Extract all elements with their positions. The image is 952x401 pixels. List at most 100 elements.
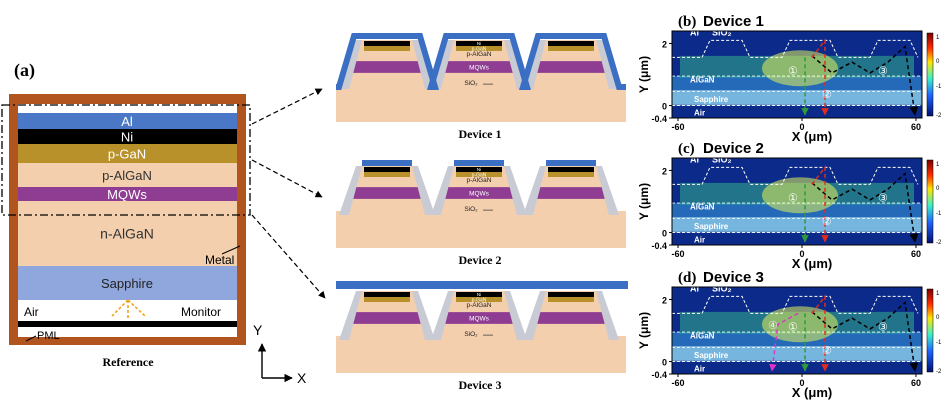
y-tick-label: -0.4 <box>651 114 667 124</box>
light-path-lateral <box>811 172 919 243</box>
mqws-label: MQWs <box>469 315 490 322</box>
mesa <box>523 40 619 89</box>
mqw-layer <box>537 61 605 73</box>
mqw-layer <box>445 312 513 324</box>
sapphire-region-label: Sapphire <box>694 95 729 104</box>
light-path-lateral <box>811 301 919 372</box>
al-conformal-coating <box>336 33 626 90</box>
x-axis-title: X (μm) <box>792 385 832 400</box>
algan-region-label: AlGaN <box>690 331 715 340</box>
ni-layer <box>364 292 410 297</box>
x-tick-label: 60 <box>911 378 921 388</box>
layer-n-algan <box>18 201 237 266</box>
sio2-label: SiO₂ <box>464 206 478 213</box>
colorbar-tick-label: 1 <box>936 35 940 41</box>
pgan-layer <box>456 46 502 51</box>
pml-layer <box>18 327 237 337</box>
pgan-layer <box>364 297 410 302</box>
pgan-label: p-GaN <box>472 173 487 179</box>
x-tick-label: -60 <box>671 249 684 259</box>
y-tick-label: 2 <box>662 295 667 305</box>
mqw-layer <box>537 187 605 199</box>
y-tick-label: 0 <box>662 229 667 239</box>
field-plot-frame <box>671 30 923 119</box>
colorbar-tick-label: 0 <box>936 59 940 65</box>
mqw-layer <box>353 312 421 324</box>
colorbar-tick-label: 0 <box>936 186 940 192</box>
substrate <box>336 211 626 248</box>
air-region-label: Air <box>694 365 705 374</box>
y-tick-label: -0.4 <box>651 241 667 251</box>
colorbar <box>926 288 934 373</box>
air-region-label: Air <box>694 236 705 245</box>
air-label: Air <box>24 305 39 319</box>
panel-a-tag: (a) <box>14 60 35 81</box>
ni-layer <box>456 167 502 172</box>
x-tick-label: 0 <box>799 378 804 388</box>
ni-layer <box>548 167 594 172</box>
field-map-title: Device 1 <box>703 13 764 30</box>
layer-label: Sapphire <box>101 276 153 291</box>
axis-x-label: X <box>297 370 307 386</box>
al-cap <box>546 160 596 166</box>
x-tick-label: 60 <box>911 122 921 132</box>
hotspot-field <box>762 306 838 343</box>
sapphire-field-band <box>672 90 922 106</box>
y-tick-label: 0 <box>662 358 667 368</box>
layer-p-gan <box>18 144 237 163</box>
colorbar-tick-label: -2 <box>936 369 942 375</box>
x-tick-label: 0 <box>799 122 804 132</box>
zoom-box <box>1 104 251 216</box>
y-axis-title: Y (μm) <box>637 56 651 93</box>
path-marker-1: ① <box>788 66 798 78</box>
ni-label: Ni <box>477 167 481 172</box>
colorbar-tick-label: 1 <box>936 291 940 297</box>
colorbar-tick-label: -1 <box>936 211 942 217</box>
layer-sapphire <box>18 266 237 300</box>
pml-pointer <box>25 335 37 342</box>
y-axis-title: Y (μm) <box>637 183 651 220</box>
air-region-label: Air <box>694 109 705 118</box>
ni-layer <box>364 167 410 172</box>
layer-label: Al <box>121 114 133 129</box>
light-path-reflected <box>811 38 829 116</box>
pgan-layer <box>456 297 502 302</box>
field-plot-frame <box>671 286 923 375</box>
y-tick-label: 2 <box>662 166 667 176</box>
al-region-label: Al <box>690 28 699 38</box>
path-marker-4: ④ <box>768 320 778 332</box>
mesa <box>523 291 619 340</box>
colorbar <box>926 32 934 117</box>
panel-a: (a) AlNip-GaNp-AlGaNMQWsn-AlGaNSapphire … <box>1 60 307 386</box>
ni-layer <box>364 41 410 46</box>
ni-label: Ni <box>477 41 481 46</box>
layer-label: n-AlGaN <box>100 226 154 242</box>
path-marker-2: ② <box>822 216 832 228</box>
mesa-outline <box>672 166 919 185</box>
pgan-label: p-GaN <box>472 298 487 304</box>
path-marker-2: ② <box>822 345 832 357</box>
mqw-layer <box>353 187 421 199</box>
light-path-reflected <box>811 165 829 243</box>
sio2-label: SiO₂ <box>464 331 478 338</box>
palgan-label: p-AlGaN <box>467 51 492 58</box>
colorbar-tick-label: -1 <box>936 84 942 90</box>
sio2-label: SiO₂ <box>464 80 478 87</box>
sapphire-field-band <box>672 346 922 362</box>
x-tick-label: 0 <box>799 249 804 259</box>
colorbar-tick-label: -1 <box>936 340 942 346</box>
al-region-label: Al <box>690 284 699 294</box>
pgan-label: p-GaN <box>472 47 487 53</box>
x-tick-label: 60 <box>911 249 921 259</box>
x-axis-title: X (μm) <box>792 129 832 144</box>
palgan-label: p-AlGaN <box>467 302 492 309</box>
pgan-layer <box>364 172 410 177</box>
field-map-tag: (c) <box>678 141 695 157</box>
mesa <box>523 166 619 215</box>
light-path-reflected <box>811 294 829 372</box>
